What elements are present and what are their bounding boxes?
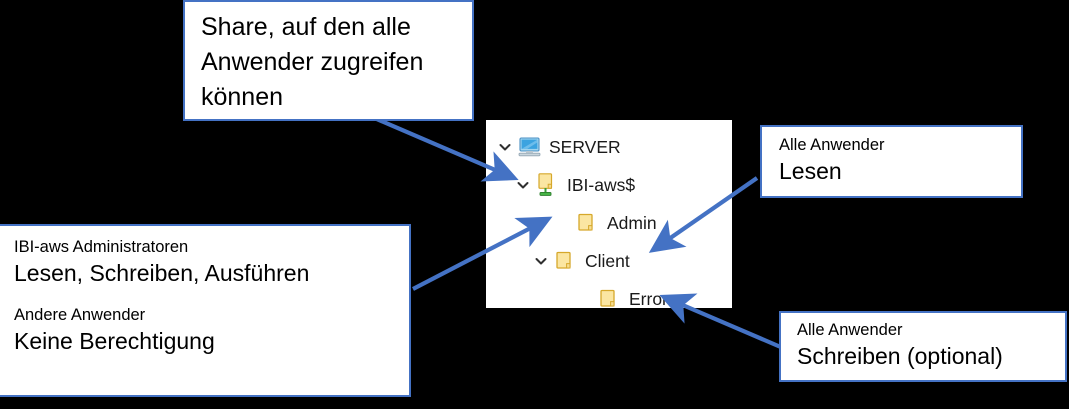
chevron-down-icon[interactable]	[530, 254, 552, 268]
read-permission-note: Alle Anwender Lesen	[760, 125, 1023, 198]
tree-node-server[interactable]: SERVER	[486, 128, 732, 166]
tree-node-label: Admin	[607, 212, 657, 233]
tree-node-ibi-aws[interactable]: IBI-aws$	[486, 166, 732, 204]
tree-node-label: Errors	[629, 288, 677, 309]
read-group-label: Alle Anwender	[779, 136, 885, 154]
read-permissions-value: Lesen	[779, 158, 842, 184]
write-group-label: Alle Anwender	[797, 321, 903, 339]
admin-permissions-note: IBI-aws Administratoren Lesen, Schreiben…	[0, 224, 411, 397]
admin-permissions-value: Lesen, Schreiben, Ausführen	[14, 260, 310, 286]
tree-node-label: SERVER	[549, 136, 621, 157]
computer-icon	[516, 136, 542, 158]
folder-icon	[596, 288, 622, 310]
folder-tree-panel: SERVER IBI-aws$	[486, 120, 732, 309]
admin-group-label: IBI-aws Administratoren	[14, 238, 189, 256]
chevron-down-icon[interactable]	[494, 140, 516, 154]
share-note-text: Share, auf den alle Anwender zugreifen k…	[201, 13, 424, 111]
tree-node-label: Client	[585, 250, 630, 271]
shared-folder-icon	[534, 173, 560, 197]
other-permissions-value: Keine Berechtigung	[14, 328, 215, 354]
share-note: Share, auf den alle Anwender zugreifen k…	[183, 0, 474, 121]
write-permission-note: Alle Anwender Schreiben (optional)	[779, 311, 1067, 382]
folder-icon	[552, 250, 578, 272]
tree-node-client[interactable]: Client	[486, 242, 732, 280]
other-group-label: Andere Anwender	[14, 306, 146, 324]
chevron-down-icon[interactable]	[512, 178, 534, 192]
tree-node-errors[interactable]: Errors	[486, 280, 732, 318]
tree-node-admin[interactable]: Admin	[486, 204, 732, 242]
tree-node-label: IBI-aws$	[567, 174, 636, 195]
spacer	[14, 288, 409, 304]
write-permissions-value: Schreiben (optional)	[797, 343, 1003, 369]
folder-icon	[574, 212, 600, 234]
